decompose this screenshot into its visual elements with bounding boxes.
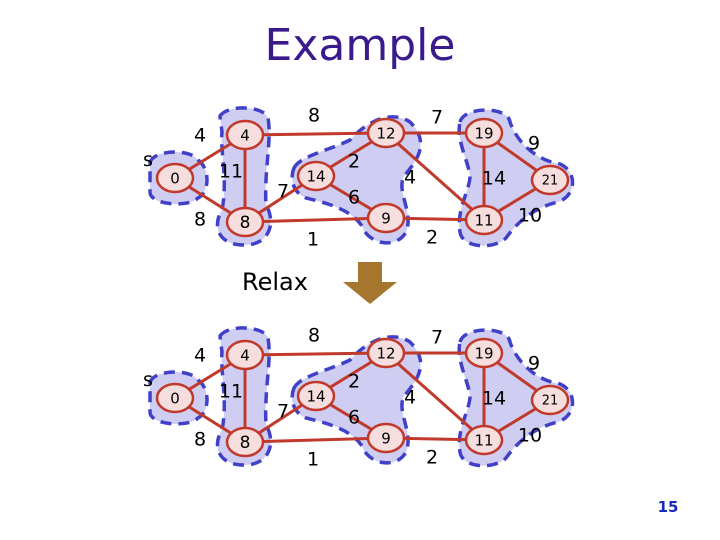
node-circle: [366, 422, 406, 454]
relax-arrow: [343, 262, 397, 304]
node-c: 14: [296, 380, 336, 412]
edge-weight-b-c: 7: [277, 181, 289, 203]
node-e: 9: [366, 422, 406, 454]
edge-weight-s-a: 4: [194, 125, 206, 147]
node-h: 21: [530, 384, 570, 416]
node-circle: [296, 160, 336, 192]
node-label: 12: [376, 345, 395, 363]
node-s: 0: [155, 162, 195, 194]
edge-weight-c-d: 2: [348, 151, 360, 173]
edge-weight-d-g: 4: [404, 387, 416, 409]
edge-weight-c-d: 2: [348, 371, 360, 393]
edge-weight-a-b: 11: [219, 161, 243, 183]
edge-weight-f-g: 14: [482, 168, 506, 190]
edge-weight-d-f: 7: [431, 107, 443, 129]
node-circle: [464, 204, 504, 236]
node-label: 9: [381, 210, 391, 228]
node-s: 0: [155, 382, 195, 414]
node-circle: [366, 117, 406, 149]
node-circle: [366, 202, 406, 234]
node-circle: [530, 384, 570, 416]
node-label: 4: [240, 347, 250, 365]
node-d: 12: [366, 117, 406, 149]
node-d: 12: [366, 337, 406, 369]
edge-weight-f-g: 14: [482, 388, 506, 410]
node-f: 19: [464, 337, 504, 369]
edge-weight-g-h: 10: [518, 205, 542, 227]
node-label: 0: [170, 170, 180, 188]
edge-weight-s-a: 4: [194, 345, 206, 367]
node-label: 19: [474, 125, 493, 143]
edge-b-e: [244, 436, 387, 444]
node-circle: [530, 164, 570, 196]
node-b: 8: [225, 206, 265, 238]
edge-weight-s-b: 8: [194, 429, 206, 451]
node-circle: [155, 382, 195, 414]
edge-weight-d-g: 4: [404, 167, 416, 189]
node-label: 14: [306, 388, 325, 406]
node-e: 9: [366, 202, 406, 234]
edge-a-d: [244, 131, 387, 137]
slide-title: Example: [265, 20, 456, 71]
edge-weight-a-b: 11: [219, 381, 243, 403]
node-b: 8: [225, 426, 265, 458]
edge-weight-b-c: 7: [277, 401, 289, 423]
page-number: 15: [658, 498, 679, 516]
node-h: 21: [530, 164, 570, 196]
edge-weight-b-e: 1: [307, 449, 319, 471]
node-circle: [464, 337, 504, 369]
node-label: 4: [240, 127, 250, 145]
node-circle: [155, 162, 195, 194]
source-label: s: [143, 369, 153, 391]
node-label: 0: [170, 390, 180, 408]
node-g: 11: [464, 424, 504, 456]
edge-b-e: [244, 216, 387, 224]
node-g: 11: [464, 204, 504, 236]
edge-d-g: [385, 131, 485, 222]
edge-weight-e-g: 2: [426, 227, 438, 249]
edge-weight-a-d: 8: [308, 325, 320, 347]
node-label: 8: [240, 433, 251, 453]
edge-weight-f-h: 9: [528, 353, 540, 375]
edge-weight-b-e: 1: [307, 229, 319, 251]
source-label: s: [143, 149, 153, 171]
node-label: 21: [542, 174, 559, 189]
node-circle: [225, 339, 265, 371]
arrow-shaft: [358, 262, 382, 282]
node-circle: [464, 117, 504, 149]
edge-weight-f-h: 9: [528, 133, 540, 155]
edge-weight-d-f: 7: [431, 327, 443, 349]
node-label: 11: [474, 432, 493, 450]
edge-weight-a-d: 8: [308, 105, 320, 127]
node-a: 4: [225, 339, 265, 371]
edge-weight-e-g: 2: [426, 447, 438, 469]
arrow-head: [343, 282, 397, 304]
node-label: 21: [542, 394, 559, 409]
edge-d-g: [385, 351, 485, 442]
edge-weight-s-b: 8: [194, 209, 206, 231]
node-circle: [225, 119, 265, 151]
edge-weight-g-h: 10: [518, 425, 542, 447]
node-circle: [296, 380, 336, 412]
node-label: 14: [306, 168, 325, 186]
node-circle: [225, 426, 265, 458]
node-f: 19: [464, 117, 504, 149]
node-circle: [366, 337, 406, 369]
relax-label: Relax: [242, 268, 308, 296]
node-a: 4: [225, 119, 265, 151]
edge-weight-c-e: 6: [348, 407, 360, 429]
node-label: 8: [240, 213, 251, 233]
edge-weight-c-e: 6: [348, 187, 360, 209]
node-circle: [464, 424, 504, 456]
node-circle: [225, 206, 265, 238]
node-c: 14: [296, 160, 336, 192]
edge-a-d: [244, 351, 387, 357]
node-label: 19: [474, 345, 493, 363]
node-label: 12: [376, 125, 395, 143]
node-label: 11: [474, 212, 493, 230]
node-label: 9: [381, 430, 391, 448]
